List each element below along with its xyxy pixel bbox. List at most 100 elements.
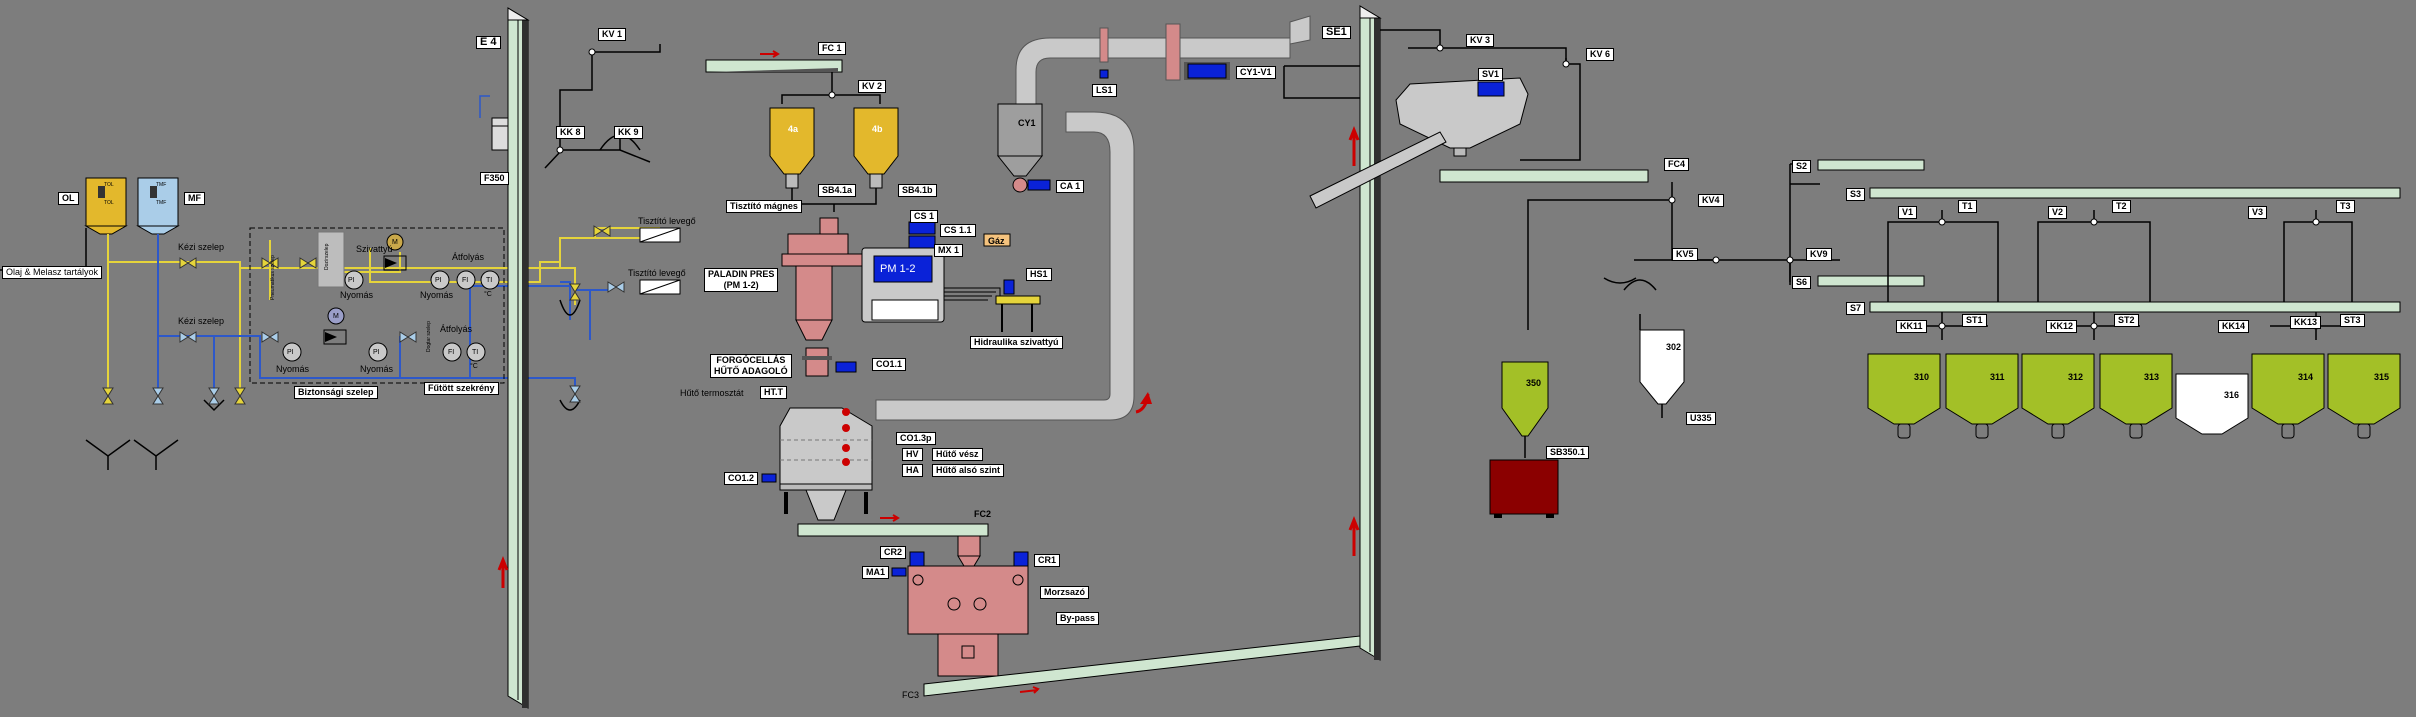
- fc1-label[interactable]: FC 1: [818, 42, 846, 55]
- kk14-label[interactable]: KK14: [2218, 320, 2250, 333]
- bin-4b[interactable]: [853, 107, 899, 189]
- cyclone-cy1[interactable]: [996, 103, 1051, 193]
- manual-valve-1-label: Kézi szelep: [178, 242, 225, 252]
- cooler-low-label: Hűtő alsó szint: [932, 464, 1005, 477]
- silo-313[interactable]: [2099, 353, 2173, 439]
- sv1-label: SV1: [1478, 68, 1504, 81]
- bypass-label[interactable]: By-pass: [1056, 612, 1100, 625]
- cooler-alarm-label: Hűtő vész: [932, 448, 983, 461]
- doser-valve-label: Dozírszelep: [324, 243, 330, 270]
- silo-310[interactable]: [1867, 353, 1941, 439]
- mol-drain-valve-icon[interactable]: [569, 385, 581, 403]
- leak-valve-icon[interactable]: [399, 331, 417, 343]
- t3-label: T3: [2336, 200, 2355, 213]
- silo-314[interactable]: [2251, 353, 2325, 439]
- clean-air-valve-2-icon[interactable]: [607, 281, 625, 293]
- cooler[interactable]: [761, 407, 873, 521]
- oil-outlet-valve-2-icon[interactable]: [234, 387, 246, 405]
- co11-label: CO1.1: [872, 358, 907, 371]
- kk13-label[interactable]: KK13: [2290, 316, 2322, 329]
- t2-label: T2: [2112, 200, 2131, 213]
- mol-outlet-valve-icon[interactable]: [152, 387, 164, 405]
- fc2-label[interactable]: FC2: [970, 508, 996, 521]
- paladin-press-label: PALADIN PRES (PM 1-2): [704, 268, 779, 292]
- molasses-pump[interactable]: [323, 307, 347, 345]
- v1-label[interactable]: V1: [1898, 206, 1918, 219]
- conveyor-s2[interactable]: [1817, 159, 1925, 171]
- oil-tank[interactable]: [84, 177, 128, 235]
- silo-316[interactable]: [2175, 373, 2249, 435]
- ha-label: HA: [902, 464, 923, 477]
- ca1-label: CA 1: [1056, 180, 1085, 193]
- silo-313-number: 313: [2144, 372, 2160, 382]
- kk11-label[interactable]: KK11: [1896, 320, 1927, 333]
- bin-sb350[interactable]: [1489, 459, 1559, 518]
- oil-tank-tag-b: TOL: [104, 200, 114, 206]
- crumbler[interactable]: [891, 535, 1029, 677]
- sb41b-label: SB4.1b: [898, 184, 937, 197]
- conveyor-s6[interactable]: [1817, 275, 1925, 287]
- bin-4b-number: 4b: [872, 124, 883, 134]
- clean-air-2-label: Tisztító levegő: [628, 268, 686, 278]
- f350-label[interactable]: F350: [480, 172, 509, 185]
- cyclone-duct: [875, 15, 1311, 421]
- kv2-label[interactable]: KV 2: [858, 80, 887, 93]
- gas-indicator: [983, 233, 1011, 247]
- pneumatic-valve-icon[interactable]: [261, 257, 279, 269]
- kv3-label[interactable]: KV 3: [1466, 34, 1495, 47]
- kk12-label[interactable]: KK12: [2046, 320, 2078, 333]
- clean-magnet-label: Tisztító mágnes: [726, 200, 802, 213]
- oil-pump[interactable]: [383, 233, 407, 271]
- oil-outlet-valve-icon[interactable]: [102, 387, 114, 405]
- doser-valve-icon[interactable]: [299, 257, 317, 269]
- kv1-label[interactable]: KV 1: [598, 28, 627, 41]
- kk8-label[interactable]: KK 8: [556, 126, 585, 139]
- silo-315[interactable]: [2327, 353, 2401, 439]
- sb41a-label: SB4.1a: [818, 184, 857, 197]
- conveyor-fc4[interactable]: [1439, 169, 1649, 183]
- hydraulic-unit[interactable]: [944, 279, 1041, 332]
- kv5-label[interactable]: KV5: [1672, 248, 1698, 261]
- cy1-label: CY1: [1018, 118, 1036, 128]
- conveyor-s7[interactable]: [1869, 301, 2401, 313]
- bin-4a[interactable]: [769, 107, 815, 189]
- conveyor-fc2[interactable]: [797, 514, 989, 537]
- pellet-press[interactable]: [781, 217, 945, 341]
- pump-label: Szivattyú: [356, 244, 393, 254]
- silo-350[interactable]: [1501, 361, 1549, 458]
- silo-310-number: 310: [1914, 372, 1930, 382]
- s2-label: S2: [1792, 160, 1812, 173]
- mf-label: MF: [184, 192, 205, 205]
- safety-valve-label: Biztonsági szelep: [294, 386, 378, 399]
- ti-2-tag: TI: [472, 349, 479, 356]
- v2-label[interactable]: V2: [2048, 206, 2068, 219]
- kv4-label[interactable]: KV4: [1698, 194, 1724, 207]
- silo-302[interactable]: [1639, 329, 1685, 418]
- oil-drain-valve-icon[interactable]: [569, 283, 581, 301]
- v3-label[interactable]: V3: [2248, 206, 2268, 219]
- clean-air-valve-1-icon[interactable]: [593, 225, 611, 237]
- silo-311[interactable]: [1945, 353, 2019, 439]
- manual-valve-1-icon[interactable]: [179, 257, 197, 269]
- t1-label: T1: [1958, 200, 1977, 213]
- conveyor-s3[interactable]: [1869, 187, 2401, 199]
- mol-outlet-valve-2-icon[interactable]: [208, 387, 220, 405]
- silo-312[interactable]: [2021, 353, 2095, 439]
- elevator-se1[interactable]: [1348, 5, 1382, 661]
- sieve-sv1[interactable]: [1309, 77, 1529, 209]
- pneumatic-valve-2-icon[interactable]: [261, 331, 279, 343]
- kv9-label[interactable]: KV9: [1806, 248, 1832, 261]
- elevator-e4[interactable]: [497, 7, 530, 709]
- molasses-tank[interactable]: [136, 177, 180, 235]
- s6-label: S6: [1792, 276, 1812, 289]
- kk9-label[interactable]: KK 9: [614, 126, 643, 139]
- rotary-cooler-feeder[interactable]: [802, 347, 857, 377]
- conveyor-fc1[interactable]: [705, 50, 843, 73]
- fc4-label[interactable]: FC4: [1664, 158, 1690, 171]
- ti-1-tag: TI: [486, 277, 493, 284]
- kv6-label[interactable]: KV 6: [1586, 48, 1615, 61]
- cy1-v1-fan-motor[interactable]: [1187, 63, 1227, 79]
- manual-valve-2-icon[interactable]: [179, 331, 197, 343]
- fc3-label[interactable]: FC3: [902, 690, 920, 700]
